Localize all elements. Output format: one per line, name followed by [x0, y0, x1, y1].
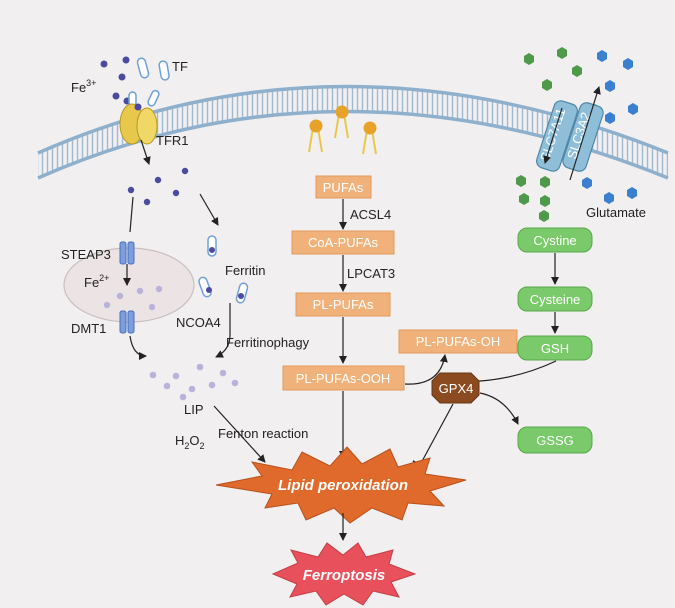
pl-pufas-ooh-box [282, 365, 405, 391]
tfr1-label: TFR1 [156, 133, 189, 148]
ferroptosis-burst [271, 542, 417, 606]
cystine-import-arrow [543, 107, 563, 164]
coa-pufas-label: CoA-PUFAs [308, 235, 379, 250]
tfr1-import-arrow [140, 139, 151, 165]
labile-iron-pool-dots [149, 363, 239, 401]
gsh-box [517, 335, 593, 361]
svg-text:H2O2: H2O2 [175, 433, 205, 451]
tf-label: TF [172, 59, 188, 74]
ferritin-label: Ferritin [225, 263, 265, 278]
glutamate-export-arrow [569, 86, 601, 181]
pl-pufas-box [295, 292, 391, 317]
pl-pufas-oh-box [398, 329, 518, 354]
fenton-arrow [213, 405, 266, 463]
transferrin-icon [128, 57, 170, 107]
cystine-box [517, 227, 593, 253]
gssg-label: GSSG [536, 433, 574, 448]
gpx4-label: GPX4 [439, 381, 474, 396]
pufas-label: PUFAs [323, 180, 364, 195]
gpx4-enzyme-icon [431, 372, 480, 404]
lip-label: LIP [184, 402, 204, 417]
acsl4-label: ACSL4 [350, 207, 391, 222]
ooh-to-oh-arrow [404, 354, 448, 385]
dmt1-label: DMT1 [71, 321, 106, 336]
lipid-peroxidation-label: Lipid peroxidation [278, 477, 408, 494]
slc7a11-transporter-icon [535, 100, 579, 172]
ferroptosis-label: Ferroptosis [303, 567, 386, 584]
glutamate-molecules [582, 50, 638, 204]
pl-pufas-oh-label: PL-PUFAs-OH [416, 334, 501, 349]
tfr1-receptor-icon [119, 103, 158, 145]
fe2-label: Fe2+ [84, 273, 109, 290]
lipid-peroxidation-burst [215, 446, 467, 524]
gpx4-inhibition-line [419, 403, 454, 466]
coa-pufas-box [291, 230, 395, 255]
lpcat3-label: LPCAT3 [347, 266, 395, 281]
ferritinophagy-arrow [215, 303, 231, 358]
iron-to-ferritin-arrow [199, 193, 219, 226]
cysteine-label: Cysteine [530, 292, 581, 307]
fenton-reaction-label: Fenton reaction [218, 426, 308, 441]
pl-pufas-label: PL-PUFAs [313, 297, 374, 312]
gssg-box [517, 426, 593, 454]
steap3-transporter-icon [119, 241, 135, 265]
fe3-iron-dots [100, 56, 131, 105]
dmt1-transporter-icon [119, 310, 135, 334]
cysteine-box [517, 286, 593, 312]
gpx4-to-gssg-arrow [479, 392, 519, 425]
steap3-label: STEAP3 [61, 247, 111, 262]
h2o2-label: H2O2 [175, 433, 205, 451]
svg-text:Fe3+: Fe3+ [71, 78, 96, 95]
glutamate-label: Glutamate [586, 205, 646, 220]
pufa-lipids-icon [308, 105, 377, 155]
ferritinophagy-label: Ferritinophagy [226, 335, 310, 350]
pufas-box [315, 175, 372, 199]
pl-pufas-ooh-label: PL-PUFAs-OOH [296, 371, 391, 386]
fe3-label: Fe3+ [71, 78, 96, 95]
svg-text:Fe2+: Fe2+ [84, 273, 109, 290]
dmt1-export-arrow [129, 335, 147, 360]
cytosolic-iron-dots [127, 167, 189, 206]
iron-to-steap3-line [129, 196, 134, 233]
endosome-fe2-dots [103, 285, 163, 311]
ferritin-icon [198, 235, 249, 304]
cystine-label: Cystine [533, 233, 576, 248]
ncoa4-label: NCOA4 [176, 315, 221, 330]
gsh-label: GSH [541, 341, 569, 356]
